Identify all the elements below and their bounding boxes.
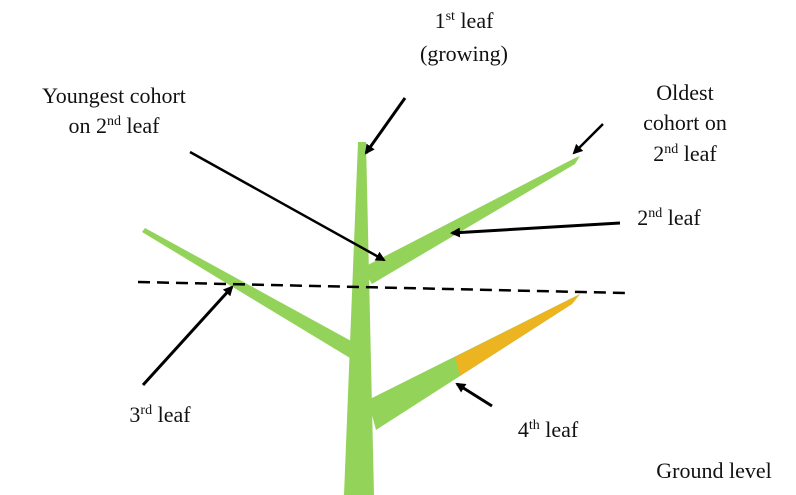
label-oldest-cohort-line1: Oldest — [656, 80, 713, 105]
label-youngest-cohort-line1: Youngest cohort — [42, 83, 186, 108]
arrow-youngest-cohort — [189, 150, 386, 262]
label-ground-level: Ground level — [656, 458, 771, 483]
label-oldest-cohort-line3: 2nd leaf — [653, 141, 717, 166]
arrow-fourth-leaf — [455, 382, 493, 408]
dashed-reference-line — [137, 280, 627, 295]
label-fourth-leaf: 4th leaf — [518, 417, 579, 442]
fourth-leaf-senescent-tip — [455, 294, 580, 376]
third-leaf — [142, 228, 360, 358]
label-second-leaf: 2nd leaf — [637, 205, 701, 230]
arrow-second-leaf — [450, 221, 621, 238]
second-leaf — [362, 156, 580, 284]
label-oldest-cohort-line2: cohort on — [643, 110, 727, 135]
label-first-leaf-line2: (growing) — [420, 41, 508, 66]
arrow-third-leaf — [141, 285, 234, 387]
label-third-leaf: 3rd leaf — [129, 402, 191, 427]
label-first-leaf: 1st leaf — [435, 8, 494, 33]
label-youngest-cohort-line2: on 2nd leaf — [69, 113, 161, 138]
arrow-oldest-cohort — [572, 123, 604, 155]
arrow-first-leaf — [364, 97, 407, 155]
stem — [344, 142, 374, 495]
